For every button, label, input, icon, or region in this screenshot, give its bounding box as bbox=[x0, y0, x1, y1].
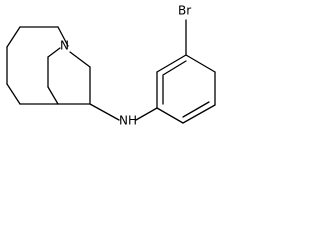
ring-bond-ipso-to-ortho-bottom bbox=[156, 107, 184, 124]
ring-double-bond-top bbox=[162, 60, 187, 76]
bond-n-to-c2-top bbox=[57, 26, 69, 47]
chemical-structure-diagram: N NH Br bbox=[6, 4, 216, 128]
bond-left-to-bottom bbox=[6, 83, 21, 105]
bond-nh-to-aryl bbox=[135, 107, 158, 121]
ring-double-bond-bottom bbox=[182, 101, 210, 118]
atom-label-bromine: Br bbox=[178, 4, 191, 18]
bond-inner-to-n bbox=[47, 47, 61, 58]
bond-c3-to-nh bbox=[89, 103, 120, 121]
bond-c3-to-c-left bbox=[6, 26, 21, 48]
ring-bond-meta-top-to-ortho-top bbox=[156, 54, 187, 73]
bond-bridgehead-to-c4 bbox=[47, 86, 59, 105]
atom-label-amine-nh: NH bbox=[119, 114, 137, 128]
ring-bond-ortho-bottom-to-meta-bottom bbox=[182, 104, 216, 124]
ring-bond-para-to-meta-top bbox=[185, 54, 216, 73]
atom-label-ring-n: N bbox=[60, 39, 69, 53]
bond-n-to-ch2-right bbox=[69, 51, 91, 68]
